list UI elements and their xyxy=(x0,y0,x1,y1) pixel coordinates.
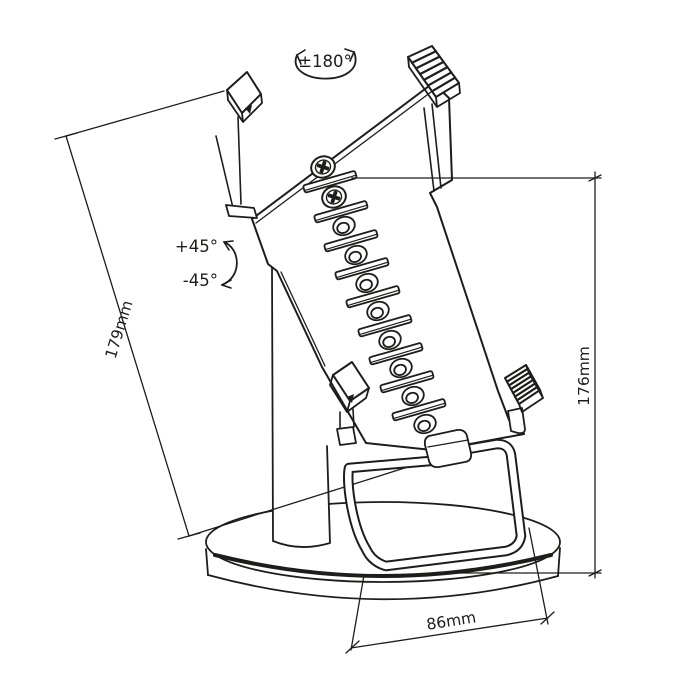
hole xyxy=(355,272,379,294)
extension-line xyxy=(65,90,225,137)
grip-ribs xyxy=(505,367,540,402)
dimension-179mm-label: 179mm xyxy=(102,298,137,360)
slot-bar xyxy=(345,285,401,309)
tilt-arrowhead-down xyxy=(221,279,232,289)
slot-bar xyxy=(379,370,435,394)
tilt-down-label: -45° xyxy=(183,271,218,290)
center-clamp xyxy=(423,428,473,469)
extension-line xyxy=(350,574,365,651)
dimension-leader-line xyxy=(188,459,431,537)
adjustment-holes xyxy=(332,215,437,435)
hole xyxy=(344,244,368,266)
hole xyxy=(378,329,402,351)
hole xyxy=(332,215,356,237)
round-base xyxy=(205,501,561,601)
dimension-176mm-label: 176mm xyxy=(575,346,593,406)
dimension-tick xyxy=(54,132,201,540)
dimension-86mm: 86mm xyxy=(345,527,555,654)
hole xyxy=(413,413,437,435)
swivel-annotation: ±180° xyxy=(294,48,357,80)
tilt-annotation: +45° -45° xyxy=(175,237,238,290)
clamp-pad-top-left xyxy=(215,71,263,219)
slot-bar xyxy=(313,200,369,224)
hole xyxy=(389,357,413,379)
clamp-pad-top-right xyxy=(407,45,461,192)
slot-bar xyxy=(323,229,379,253)
dimension-line xyxy=(65,135,190,537)
dimension-line xyxy=(350,617,549,649)
rotation-arrowhead-left xyxy=(296,49,306,65)
slot-bar xyxy=(368,342,424,366)
slot-bar xyxy=(334,257,390,281)
pedestal-column xyxy=(271,267,331,548)
dimension-176mm: 176mm xyxy=(351,171,602,579)
hole xyxy=(401,385,425,407)
screw xyxy=(321,185,347,209)
extension-line xyxy=(528,527,549,625)
clamp-pad-bottom-left xyxy=(329,361,370,446)
mounting-screws xyxy=(310,155,347,209)
adjustment-slots xyxy=(302,170,447,422)
hole xyxy=(366,300,390,322)
slot-bar xyxy=(391,398,447,422)
slot-bar xyxy=(357,314,413,338)
stand-drawing xyxy=(188,45,561,601)
slot-bar xyxy=(302,170,358,194)
dimension-tick xyxy=(345,611,555,654)
screw xyxy=(310,155,336,179)
support-loop xyxy=(343,438,527,572)
rotation-arrowhead-right xyxy=(344,48,355,62)
grip-ribs xyxy=(410,50,457,93)
dimension-179mm: 179mm xyxy=(54,90,225,540)
dimension-tick xyxy=(588,174,602,577)
swivel-range-label: ±180° xyxy=(298,52,352,71)
clamp-pad-bottom-right xyxy=(504,364,544,435)
tilt-up-label: +45° xyxy=(175,237,218,256)
tilt-arrowhead-up xyxy=(223,240,234,251)
